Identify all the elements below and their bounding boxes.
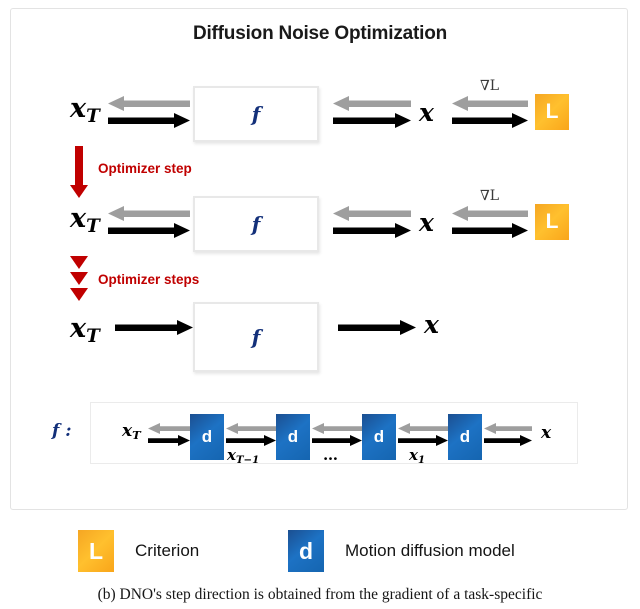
expansion-block-3-label: d [459, 427, 471, 446]
expansion-between-label-2: x1 [409, 446, 426, 466]
row-1-forward-arrow-left [108, 113, 190, 128]
legend-criterion-chip-label: L [88, 537, 104, 564]
expansion-forward-arrow-2 [312, 435, 362, 446]
expansion-gradient-arrow-2 [312, 423, 362, 434]
expansion-block-2-label: d [373, 427, 385, 446]
row-2-forward-arrow-mid [333, 223, 411, 238]
row-2-forward-arrow-left [108, 223, 190, 238]
row-3-function-box: f [193, 302, 319, 372]
row-2-gradient-arrow-left [108, 206, 190, 221]
row-3-input-label: xT [70, 313, 100, 348]
optimizer-steps-multi-label: Optimizer steps [98, 272, 200, 287]
expansion-forward-arrow-3 [398, 435, 448, 446]
row-2-input-label: xT [70, 203, 100, 238]
expansion-gradient-arrow-0 [148, 423, 190, 434]
row-2-gradient-arrow-mid [333, 206, 411, 221]
row-2-function-label: f [251, 212, 261, 236]
legend-diffusion-chip-label: d [298, 537, 314, 564]
optimizer-steps-chevron-2 [70, 272, 88, 285]
row-1-function-label: f [251, 102, 261, 126]
row-2-criterion-label: L [545, 210, 559, 233]
row-2-function-box: f [193, 196, 319, 252]
row-2-gradient-arrow-right [452, 206, 528, 221]
legend-diffusion-chip: d [288, 530, 324, 572]
row-2-output-label: x [419, 208, 434, 237]
row-1-forward-arrow-right [452, 113, 528, 128]
row-1-output-label: x [419, 98, 434, 127]
row-3-forward-arrow-mid [338, 320, 416, 335]
row-1-gradient-label: ∇L [480, 78, 500, 94]
optimizer-steps-chevron-1 [70, 256, 88, 269]
legend-criterion-chip: L [78, 530, 114, 572]
row-1-gradient-arrow-right [452, 96, 528, 111]
optimizer-step-single-head [70, 185, 88, 198]
expansion-block-1: d [276, 414, 310, 460]
row-3-output-label: x [424, 310, 439, 339]
legend-diffusion-text: Motion diffusion model [345, 541, 515, 560]
row-3-function-label: f [251, 325, 261, 349]
legend-criterion-text: Criterion [135, 541, 200, 560]
figure-caption: (b) DNO's step direction is obtained fro… [97, 586, 543, 603]
row-1-criterion-chip: L [535, 94, 569, 130]
expansion-gradient-arrow-4 [484, 423, 532, 434]
expansion-output-label: x [541, 423, 552, 443]
expansion-block-2: d [362, 414, 396, 460]
figure-title: Diffusion Noise Optimization [192, 23, 448, 44]
expansion-gradient-arrow-1 [226, 423, 276, 434]
row-1-gradient-arrow-mid [333, 96, 411, 111]
expansion-forward-arrow-1 [226, 435, 276, 446]
expansion-block-0-label: d [201, 427, 213, 446]
expansion-between-label-1: … [323, 446, 338, 464]
f-expansion-panel [90, 402, 578, 464]
expansion-gradient-arrow-3 [398, 423, 448, 434]
expansion-input-label: xT [122, 421, 141, 443]
expansion-block-0: d [190, 414, 224, 460]
row-2-criterion-chip: L [535, 204, 569, 240]
row-2-gradient-label: ∇L [480, 188, 500, 204]
optimizer-step-single-label: Optimizer step [98, 161, 192, 176]
expansion-block-1-label: d [287, 427, 299, 446]
row-1-criterion-label: L [545, 100, 559, 123]
optimizer-steps-chevron-3 [70, 288, 88, 301]
expansion-between-label-0: xT−1 [227, 446, 260, 466]
expansion-block-3: d [448, 414, 482, 460]
row-1-gradient-arrow-left [108, 96, 190, 111]
optimizer-step-single-shaft [75, 146, 83, 188]
row-1-forward-arrow-mid [333, 113, 411, 128]
expansion-forward-arrow-0 [148, 435, 190, 446]
row-1-input-label: xT [70, 93, 100, 128]
row-2-forward-arrow-right [452, 223, 528, 238]
row-3-forward-arrow-left [115, 320, 193, 335]
expansion-forward-arrow-4 [484, 435, 532, 446]
row-1-function-box: f [193, 86, 319, 142]
f-expansion-prefix-label: f : [52, 421, 72, 441]
